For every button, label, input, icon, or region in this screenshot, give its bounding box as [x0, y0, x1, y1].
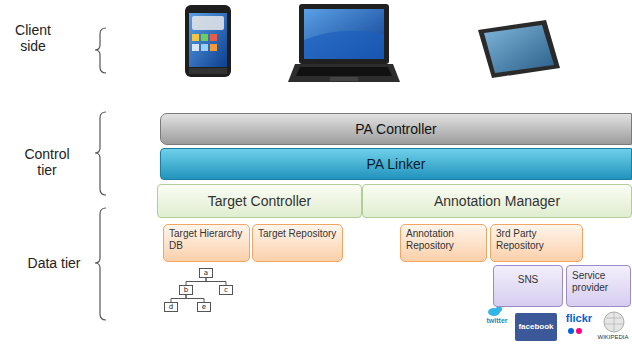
component-box: Target Controller [157, 184, 362, 218]
tree-node: c [219, 285, 233, 295]
curly-brace [95, 28, 106, 320]
box-text: Annotation Repository [406, 228, 481, 252]
flickr-logo [568, 328, 574, 334]
tier-label: Control tier [16, 146, 78, 178]
box-text: c [224, 287, 228, 294]
box-text: PA Controller [355, 121, 436, 137]
box-text: Target Hierarchy DB [169, 228, 244, 252]
laptop-image [288, 64, 400, 82]
tree-line [171, 295, 186, 302]
service-box: SNS [493, 265, 563, 307]
logo-text: WIKIPEDIA [596, 334, 630, 341]
laptop-image [304, 31, 384, 59]
curly-brace [95, 208, 106, 320]
phone-image [189, 13, 227, 67]
box-text: a [204, 270, 208, 277]
controller-band: PA Controller [160, 113, 632, 145]
tree-node: a [199, 268, 213, 278]
laptop-image [299, 4, 389, 64]
phone-image [185, 5, 231, 77]
laptop-image [288, 4, 400, 82]
box-text: 3rd Party Repository [496, 228, 577, 252]
facebook-logo [515, 313, 557, 341]
box-text: Annotation Manager [434, 193, 560, 209]
phone-image [210, 44, 217, 51]
box-text: Target Repository [258, 228, 336, 240]
box-text: Target Controller [208, 193, 312, 209]
repository-box: Annotation Repository [400, 224, 487, 262]
box-text: d [169, 304, 173, 311]
phone-image [192, 16, 224, 30]
box-text: Service provider [572, 270, 625, 294]
curly-brace [95, 28, 106, 73]
linker-band: PA Linker [160, 148, 632, 180]
wikipedia-logo [605, 312, 623, 332]
tree-node: e [197, 302, 211, 312]
box-text: b [184, 287, 188, 294]
phone-image [210, 34, 217, 41]
laptop-image [304, 9, 384, 59]
box-text: e [202, 304, 206, 311]
logo-text: flickr [562, 312, 596, 325]
logo-text: twitter [482, 317, 512, 325]
box-text: PA Linker [367, 156, 426, 172]
tree-node: d [164, 302, 178, 312]
phone-image [192, 44, 199, 51]
tree-line [206, 278, 226, 285]
wikipedia-logo [604, 312, 624, 332]
box-text: SNS [518, 274, 539, 286]
tree-node: b [179, 285, 193, 295]
tablet-image [484, 25, 554, 73]
flickr-logo [576, 328, 582, 334]
repository-box: 3rd Party Repository [490, 224, 583, 262]
tier-label: Data tier [14, 255, 94, 271]
wikipedia-logo [604, 312, 624, 332]
tree-line [186, 278, 206, 285]
phone-image [201, 34, 208, 41]
tree-line [186, 295, 204, 302]
service-box: Service provider [566, 265, 631, 307]
logo-text: facebook [515, 322, 557, 331]
tablet-image [478, 20, 560, 78]
phone-image [192, 34, 199, 41]
flickr-logo [568, 328, 582, 334]
laptop-image [296, 67, 392, 76]
twitter-logo [488, 306, 502, 316]
curly-brace [95, 112, 106, 195]
phone-image [201, 44, 208, 51]
component-box: Annotation Manager [362, 184, 632, 218]
facebook-logo [515, 313, 557, 341]
repository-box: Target Repository [252, 224, 343, 262]
repository-box: Target Hierarchy DB [163, 224, 250, 262]
laptop-image [330, 77, 358, 81]
tablet-image [478, 20, 560, 78]
tier-label: Client side [5, 22, 61, 54]
phone-image [189, 68, 227, 74]
phone-image [185, 5, 231, 77]
